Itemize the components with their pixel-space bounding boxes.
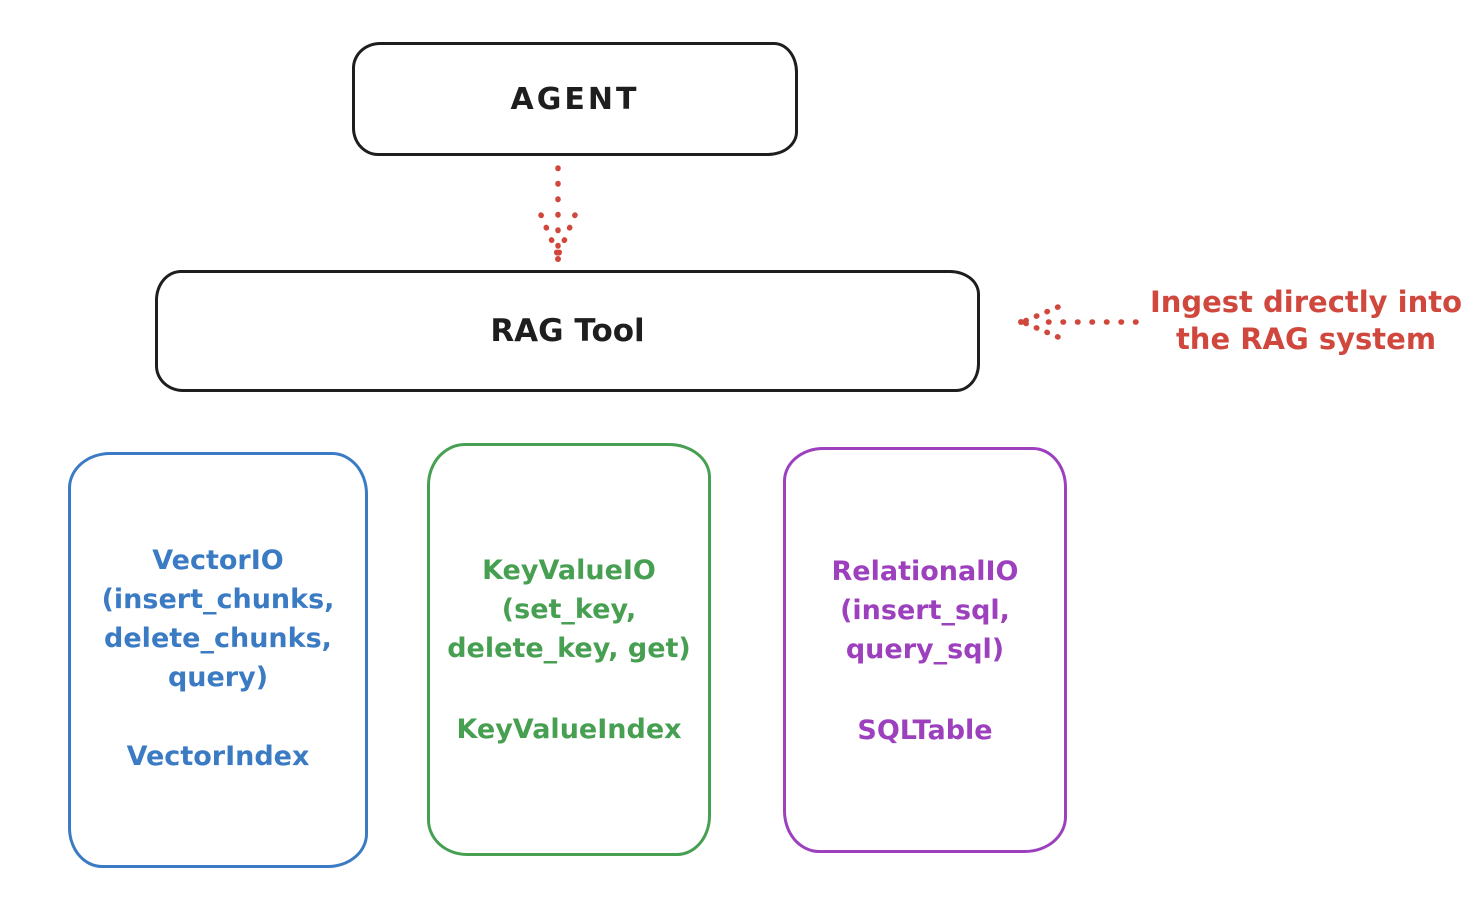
arrow-agent-to-ragtool-icon: [538, 165, 578, 262]
rag-tool-label: RAG Tool: [490, 313, 645, 349]
ingest-annotation-line1: Ingest directly into: [1149, 285, 1463, 319]
keyvalueio-node: KeyValueIO (set_key, delete_key, get) Ke…: [427, 443, 711, 856]
vectorio-content: VectorIO (insert_chunks, delete_chunks, …: [71, 455, 365, 776]
vectorio-method-line: (insert_chunks,: [101, 584, 335, 615]
keyvalueio-index-label: KeyValueIndex: [456, 714, 682, 745]
keyvalueio-content: KeyValueIO (set_key, delete_key, get) Ke…: [430, 446, 708, 749]
relationalio-node: RelationalIO (insert_sql, query_sql) SQL…: [783, 447, 1067, 853]
rag-tool-node: RAG Tool: [155, 270, 980, 392]
agent-label: AGENT: [510, 81, 640, 117]
vectorio-method-line: delete_chunks,: [104, 623, 332, 654]
keyvalueio-method-line: delete_key, get): [447, 633, 691, 664]
vectorio-method-line: query): [167, 662, 269, 693]
relationalio-content: RelationalIO (insert_sql, query_sql) SQL…: [786, 450, 1064, 750]
relationalio-title: RelationalIO: [831, 556, 1019, 587]
ingest-annotation: Ingest directly into the RAG system: [1132, 284, 1480, 358]
relationalio-index-label: SQLTable: [857, 715, 993, 746]
agent-node: AGENT: [352, 42, 798, 156]
vectorio-index-label: VectorIndex: [126, 741, 310, 772]
vectorio-node: VectorIO (insert_chunks, delete_chunks, …: [68, 452, 368, 868]
relationalio-method-line: query_sql): [845, 634, 1005, 665]
keyvalueio-method-line: (set_key,: [501, 594, 637, 625]
arrow-ingest-icon: [1018, 304, 1139, 340]
keyvalueio-title: KeyValueIO: [482, 555, 656, 586]
vectorio-title: VectorIO: [152, 545, 284, 576]
relationalio-method-line: (insert_sql,: [840, 595, 1010, 626]
ingest-annotation-line2: the RAG system: [1175, 322, 1437, 356]
